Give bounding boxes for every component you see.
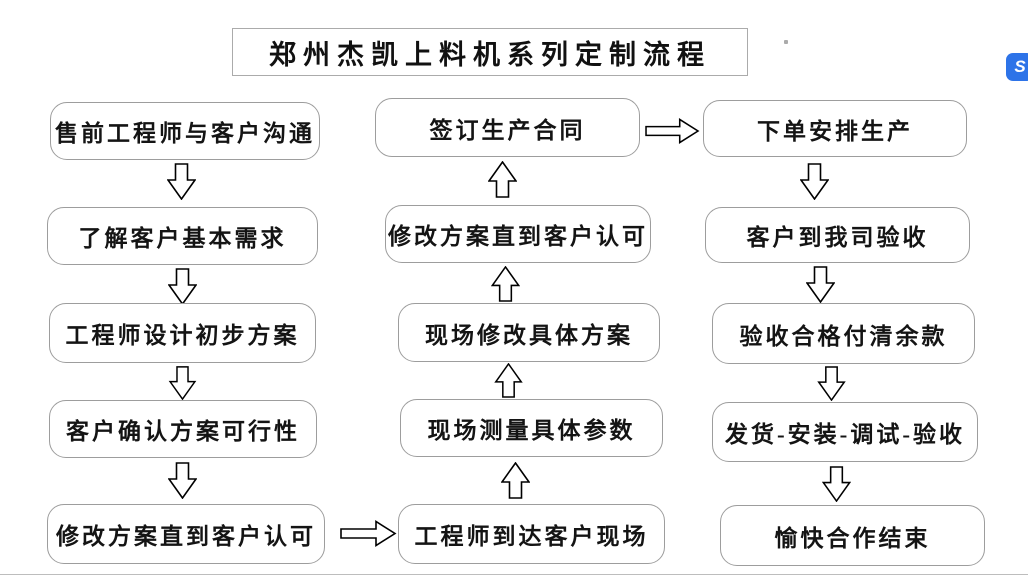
floating-service-icon[interactable]: S (1006, 53, 1028, 81)
step-place-order-production: 下单安排生产 (703, 100, 967, 157)
step-label: 客户到我司验收 (746, 225, 929, 250)
arrow-right-icon (645, 118, 700, 144)
step-label: 验收合格付清余款 (739, 323, 948, 349)
step-label: 下单安排生产 (757, 118, 913, 144)
bottom-divider (0, 574, 1028, 575)
arrow-up-icon (494, 363, 523, 398)
step-engineer-arrives-onsite: 工程师到达客户现场 (398, 504, 665, 564)
step-label: 修改方案直到客户认可 (388, 224, 648, 249)
arrow-down-icon (822, 466, 851, 502)
step-label: 发货-安装-调试-验收 (725, 422, 965, 447)
step-label: 工程师到达客户现场 (414, 524, 649, 549)
step-ship-install-debug-accept: 发货-安装-调试-验收 (712, 402, 978, 462)
step-onsite-measure-params: 现场测量具体参数 (400, 399, 663, 457)
arrow-down-icon (168, 462, 197, 499)
step-label: 愉快合作结束 (774, 525, 931, 551)
step-revise-until-approved-2: 修改方案直到客户认可 (385, 205, 651, 263)
step-revise-until-approved-1: 修改方案直到客户认可 (47, 504, 325, 564)
step-understand-needs: 了解客户基本需求 (47, 207, 318, 265)
step-initial-design: 工程师设计初步方案 (49, 303, 316, 363)
step-happy-cooperation-end: 愉快合作结束 (720, 505, 985, 566)
step-presale-communication: 售前工程师与客户沟通 (50, 102, 320, 160)
arrow-down-icon (167, 163, 196, 200)
arrow-down-icon (806, 266, 835, 303)
step-label: 签订生产合同 (429, 117, 586, 143)
step-label: 现场修改具体方案 (425, 322, 633, 348)
step-onsite-revise-plan: 现场修改具体方案 (398, 303, 660, 362)
arrow-down-icon (817, 366, 846, 401)
step-label: 现场测量具体参数 (427, 418, 636, 443)
arrow-down-icon (168, 366, 197, 400)
floating-service-icon-glyph: S (1014, 57, 1026, 76)
step-label: 修改方案直到客户认可 (56, 524, 316, 549)
step-sign-contract: 签订生产合同 (375, 98, 640, 157)
stray-dot (784, 40, 788, 44)
arrow-down-icon (800, 163, 829, 200)
flowchart-title-box: 郑州杰凯上料机系列定制流程 (232, 28, 748, 76)
arrow-down-icon (168, 268, 197, 305)
step-confirm-feasibility: 客户确认方案可行性 (49, 400, 317, 458)
arrow-up-icon (491, 266, 520, 302)
flowchart-title: 郑州杰凯上料机系列定制流程 (269, 39, 711, 70)
step-label: 售前工程师与客户沟通 (55, 121, 315, 146)
step-label: 了解客户基本需求 (78, 226, 287, 251)
step-pay-balance: 验收合格付清余款 (712, 303, 975, 364)
arrow-up-icon (488, 161, 517, 198)
arrow-right-icon (340, 520, 397, 547)
step-label: 客户确认方案可行性 (66, 419, 300, 444)
step-label: 工程师设计初步方案 (65, 323, 300, 348)
arrow-up-icon (501, 462, 530, 499)
step-customer-inspection: 客户到我司验收 (705, 207, 970, 263)
